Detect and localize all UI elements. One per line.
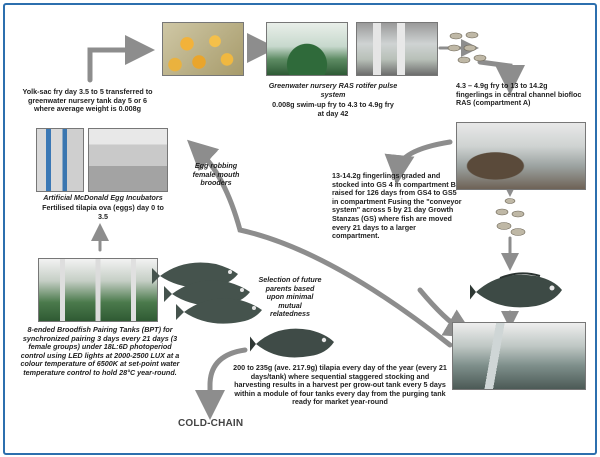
caption-incubator-body: Fertilised tilapia ova (eggs) day 0 to 3… [40, 204, 166, 221]
tilapia-icon [470, 268, 570, 314]
cold-chain-label: COLD-CHAIN [178, 418, 243, 429]
tilapia-icon [250, 322, 338, 364]
photo-grow-out-compartments [452, 322, 586, 390]
arrow-graded-curve [398, 142, 450, 170]
caption-greenwater-title: Greenwater nursery RAS rotifer pulse sys… [258, 82, 408, 99]
tilapia-icon [150, 258, 268, 328]
photo-greenwater-nursery [266, 22, 348, 76]
caption-greenwater-body: 0.008g swim-up fry to 4.3 to 4.9g fry at… [268, 101, 398, 118]
caption-egg-robbing: Egg robbing female mouth brooders [188, 162, 244, 188]
photo-biofloc-channel [456, 122, 586, 190]
caption-selection: Selection of future parents based upon m… [258, 276, 322, 319]
caption-breeding: 8-ended Broodfish Pairing Tanks (BPT) fo… [20, 326, 180, 378]
photo-egg-incubator-right [88, 128, 168, 192]
caption-yolk-sac: Yolk-sac fry day 3.5 to 5 transferred to… [20, 88, 155, 114]
fish-egg-icon [446, 30, 488, 70]
caption-incubator-title: Artificial McDonald Egg Incubators [28, 194, 178, 203]
photo-yolk-sac-fry [162, 22, 244, 76]
caption-graded-fingerlings: 13-14.2g fingerlings graded and stocked … [332, 172, 462, 241]
caption-fingerlings-move: 4.3 – 4.9g fry to 13 to 14.2g fingerling… [456, 82, 584, 108]
photo-rotifer-pulse-system [356, 22, 438, 76]
arrow-yolk-to-nursery [90, 50, 140, 80]
photo-egg-incubator-left [36, 128, 84, 192]
photo-broodfish-pairing-tanks [38, 258, 158, 322]
caption-harvest: 200 to 235g (ave. 217.9g) tilapia every … [232, 364, 448, 407]
fish-egg-icon [488, 196, 532, 244]
